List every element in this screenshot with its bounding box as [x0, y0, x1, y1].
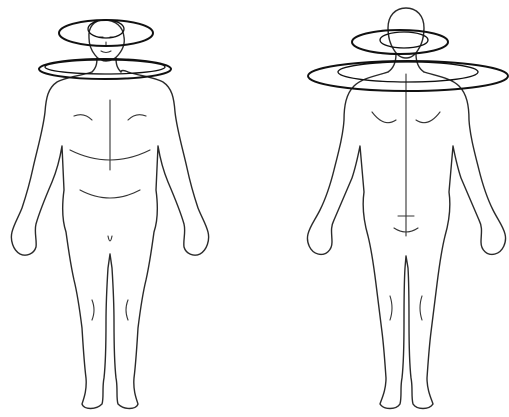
front-head — [89, 20, 124, 61]
back-spine — [372, 74, 440, 320]
back-head-ring-inner — [380, 32, 428, 48]
front-view-figure — [11, 20, 208, 409]
back-head-ring — [352, 30, 448, 54]
front-face-detail — [98, 37, 115, 53]
front-neck-ring-outer — [45, 60, 165, 74]
back-view-figure — [307, 8, 508, 409]
back-neck — [388, 54, 424, 72]
back-shoulder-ring — [308, 61, 508, 91]
front-head-ring-inner — [88, 20, 124, 38]
front-torso-detail — [70, 100, 150, 320]
back-shoulder-ring-inner — [338, 62, 478, 82]
